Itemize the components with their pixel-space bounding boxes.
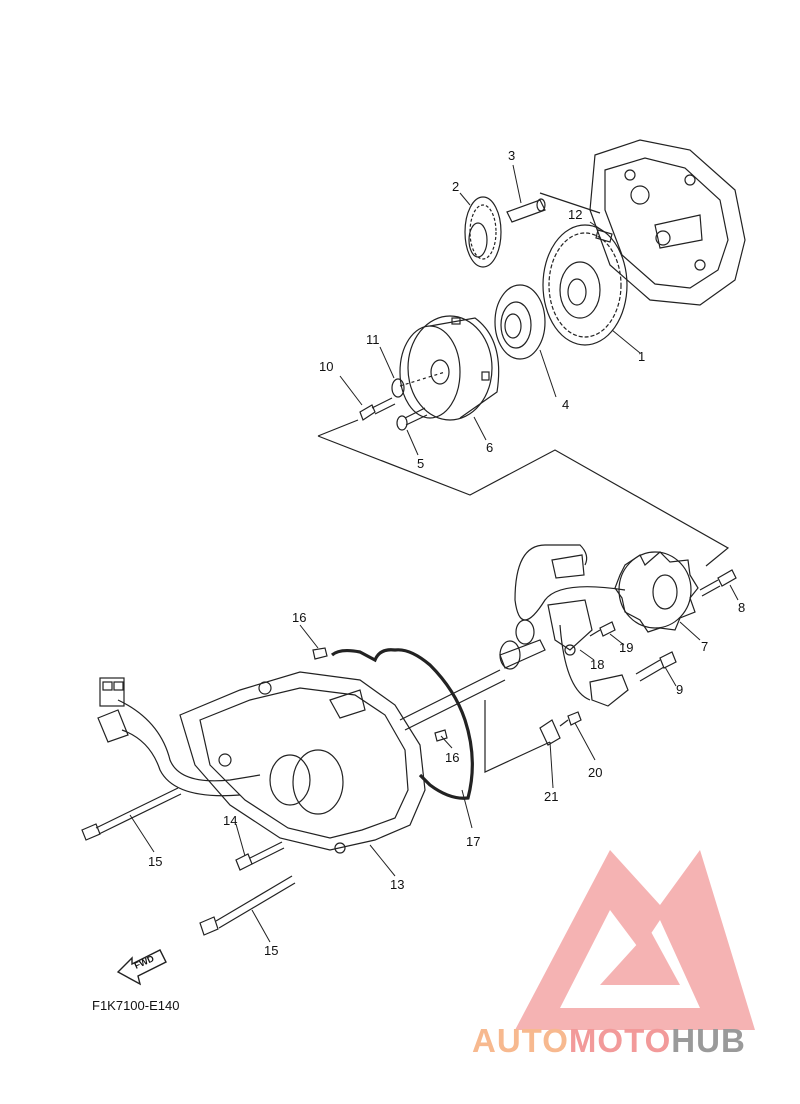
idle-gear: [464, 196, 502, 268]
gasket: [330, 648, 474, 800]
callout-2: 2: [452, 179, 460, 194]
callout-19: 19: [619, 640, 634, 655]
dowel-pin-b: [434, 729, 448, 742]
callout-8: 8: [738, 600, 746, 615]
pickup-bolt: [589, 621, 616, 637]
callout-17: 17: [466, 834, 481, 849]
rotor: [399, 315, 500, 421]
callout-12: 12: [568, 207, 583, 222]
crankcase-cover: [179, 671, 426, 854]
dowel-pin-a: [312, 647, 328, 660]
starter-clutch-gear: [542, 224, 628, 346]
stator-wire: [514, 544, 626, 621]
stator-bolt: [699, 569, 737, 597]
pickup-coil: [547, 599, 593, 656]
wire-clamp: [539, 719, 561, 746]
one-way-clutch: [494, 284, 546, 360]
callout-4: 4: [562, 397, 570, 412]
callout-16-lower: 16: [445, 750, 460, 765]
screw: [396, 407, 428, 431]
long-bolt-lower: [199, 875, 296, 936]
long-bolt-upper: [81, 787, 182, 841]
grommet: [499, 619, 546, 670]
callout-15-lower: 15: [264, 943, 279, 958]
callout-11: 11: [366, 332, 380, 347]
callout-5: 5: [417, 456, 425, 471]
leader-lines: [129, 164, 739, 943]
callout-18: 18: [590, 657, 605, 672]
figure-code: F1K7100-E140: [92, 998, 180, 1013]
stator: [614, 551, 699, 633]
callout-3: 3: [508, 148, 516, 163]
rotor-bolt: [359, 397, 396, 421]
callout-21: 21: [544, 789, 559, 804]
callout-1: 1: [638, 349, 646, 364]
washer: [391, 378, 405, 398]
clamp-bolt: [559, 711, 582, 727]
connector-harness: [97, 677, 261, 797]
short-bolt: [235, 841, 285, 871]
watermark-brand: AUTOMOTOHUB: [472, 1022, 746, 1060]
engine-case-fragment: [589, 139, 746, 306]
callout-13: 13: [390, 877, 405, 892]
woodruff-key: [595, 229, 613, 243]
callout-6: 6: [486, 440, 494, 455]
callout-10: 10: [319, 359, 334, 374]
callout-14: 14: [223, 813, 238, 828]
watermark-logo: [515, 850, 755, 1030]
callout-9: 9: [676, 682, 684, 697]
cover-bolt: [635, 651, 677, 682]
callout-7: 7: [701, 639, 709, 654]
callout-16-upper: 16: [292, 610, 307, 625]
watermark-part-1: AUTO: [472, 1022, 569, 1059]
callout-15-upper: 15: [148, 854, 163, 869]
shaft: [506, 198, 546, 223]
callout-20: 20: [588, 765, 603, 780]
fwd-arrow-icon: [116, 949, 167, 986]
watermark-part-2: MOTO: [568, 1022, 672, 1059]
watermark-part-3: HUB: [671, 1022, 746, 1059]
